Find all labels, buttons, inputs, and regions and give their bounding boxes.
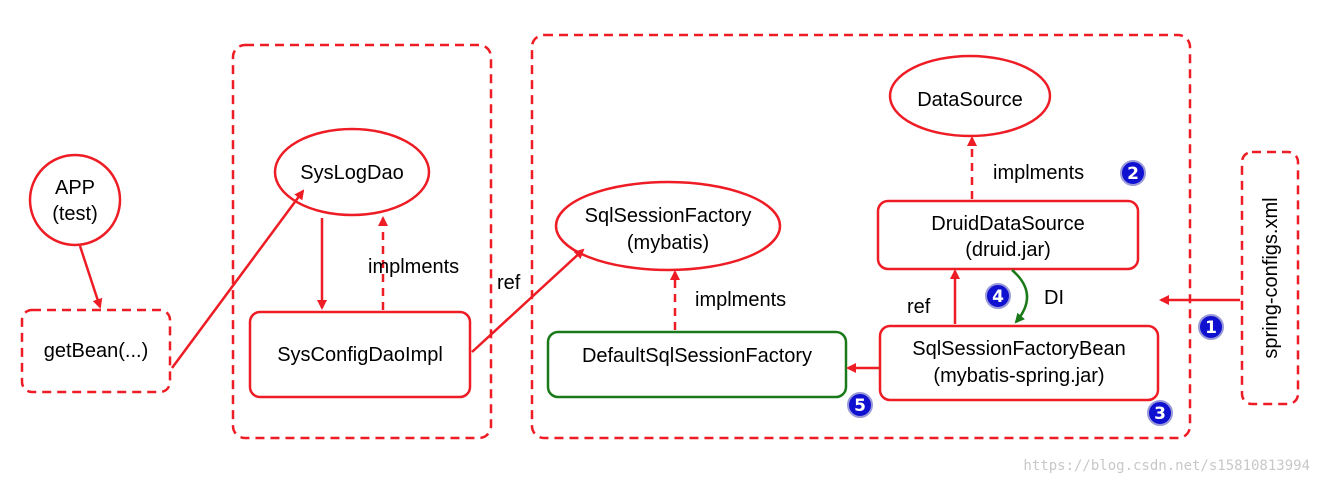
edge-label-implements-dao: implments [368, 256, 459, 278]
svg-text:5: 5 [854, 396, 866, 416]
step-badge-3: 3 [1147, 400, 1173, 426]
spring-configs-node: spring-configs.xml [1240, 150, 1300, 406]
svg-text:3: 3 [1154, 404, 1166, 424]
data-source-label: DataSource [917, 89, 1023, 111]
sql-session-factory-bean-sublabel: (mybatis-spring.jar) [933, 365, 1104, 387]
app-node: APP (test) [28, 153, 122, 247]
sys-config-dao-impl-label: SysConfigDaoImpl [277, 344, 443, 366]
step-badge-5: 5 [847, 392, 873, 418]
edge-getbean-to-syslogdao [170, 189, 305, 369]
sql-session-factory-label: SqlSessionFactory [585, 205, 752, 227]
app-label: APP [55, 177, 95, 199]
svg-text:2: 2 [1127, 164, 1139, 184]
svg-text:4: 4 [992, 287, 1004, 307]
sys-log-dao-label: SysLogDao [300, 162, 403, 184]
edge-druid-di-bean [1011, 269, 1029, 324]
edge-app-to-getbean [78, 245, 103, 309]
spring-configs-label: spring-configs.xml [1260, 197, 1282, 358]
sys-config-dao-impl-node: SysConfigDaoImpl [248, 310, 472, 399]
edge-label-implements-datasource: implments [993, 162, 1084, 184]
default-sql-session-factory-label: DefaultSqlSessionFactory [582, 345, 812, 367]
edge-label-ref-druid: ref [907, 296, 931, 318]
edge-label-ref-factory: ref [497, 272, 521, 294]
sql-session-factory-bean-label: SqlSessionFactoryBean [912, 338, 1125, 360]
edge-impl-ref-factory [471, 248, 585, 353]
sys-log-dao-node: SysLogDao [273, 127, 431, 217]
druid-data-source-label: DruidDataSource [931, 213, 1084, 235]
watermark: https://blog.csdn.net/s15810813994 [1023, 458, 1310, 474]
get-bean-node: getBean(...) [20, 308, 172, 394]
sql-session-factory-node: SqlSessionFactory (mybatis) [554, 180, 782, 272]
app-sublabel: (test) [52, 203, 98, 225]
step-badge-1: 1 [1198, 314, 1224, 340]
mybatis-group-container [530, 33, 1192, 440]
druid-data-source-node: DruidDataSource (druid.jar) [876, 199, 1140, 271]
dao-group-container [231, 43, 493, 440]
step-badge-4: 4 [985, 283, 1011, 309]
svg-text:1: 1 [1205, 318, 1217, 338]
sql-session-factory-sublabel: (mybatis) [627, 232, 709, 254]
sql-session-factory-bean-node: SqlSessionFactoryBean (mybatis-spring.ja… [878, 324, 1160, 402]
get-bean-label: getBean(...) [44, 340, 149, 362]
edge-label-implements-factory: implments [695, 289, 786, 311]
edge-label-di: DI [1044, 287, 1064, 309]
default-sql-session-factory-node: DefaultSqlSessionFactory [546, 330, 848, 399]
druid-data-source-sublabel: (druid.jar) [965, 239, 1051, 261]
data-source-node: DataSource [888, 54, 1052, 138]
step-badge-2: 2 [1120, 160, 1146, 186]
